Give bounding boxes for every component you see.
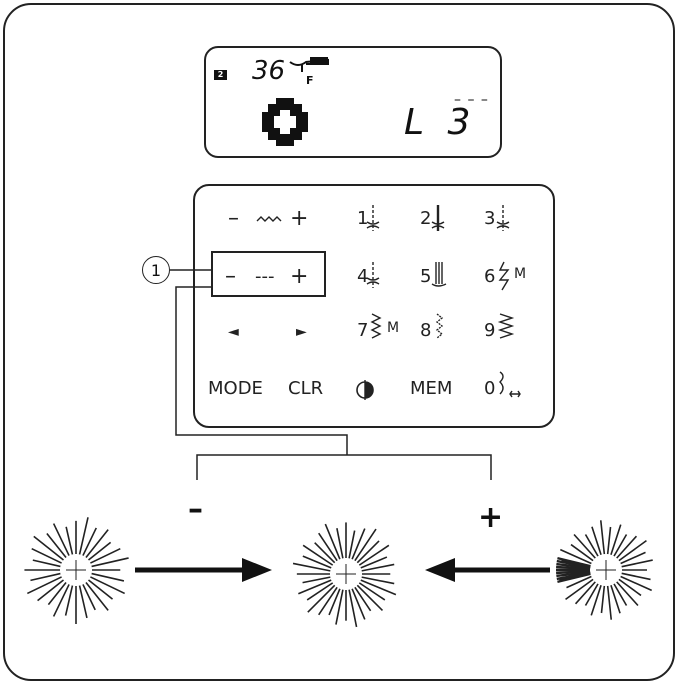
stitch-key4-icon [366,262,380,288]
stitch-wide-zigzag-icon [497,313,515,339]
key-1[interactable]: 1 [357,208,369,229]
stitch-straight-left-icon [366,205,380,231]
burst-dense-icon [556,520,653,620]
lcd-display: 2 36 F – – – L 3 [204,46,502,158]
right-arrow-key[interactable]: ► [296,324,307,340]
presser-foot-icon [289,57,329,72]
clr-key[interactable]: CLR [288,378,324,399]
mem-key[interactable]: MEM [410,378,453,399]
mirror-image-icon[interactable] [355,380,375,400]
density-dashes-icon: --- [255,266,275,287]
key-3[interactable]: 3 [484,208,496,229]
key-7-suffix: M [387,320,400,336]
foot-label: F [306,74,314,87]
density-plus-key[interactable]: + [290,264,309,289]
stitch-length-minus-key[interactable]: – [228,206,239,231]
key-9[interactable]: 9 [484,320,496,341]
left-arrow-key[interactable]: ◄ [228,324,239,340]
plus-sign: + [478,500,504,535]
stitch-length-plus-key[interactable]: + [290,206,309,231]
mode-key[interactable]: MODE [208,378,263,399]
key-7[interactable]: 7 [357,320,369,341]
burst-sparse-icon [24,517,129,624]
key-0[interactable]: 0 [484,378,496,399]
arrow-right-icon [135,558,272,582]
minus-sign: – [188,492,203,527]
stitch-small-zigzag-icon [435,313,444,339]
stitch-zigzag-icon [370,313,382,339]
density-key-highlight [211,251,326,297]
stitch-straight-right-icon [496,205,510,231]
buttonhole-icon [499,371,521,398]
key-8[interactable]: 8 [420,320,432,341]
key-2[interactable]: 2 [420,208,432,229]
key-5[interactable]: 5 [420,266,432,287]
pattern-value: L 3 [404,102,477,143]
stitch-lightning-icon [498,261,510,291]
burst-normal-icon [292,522,397,628]
memory-indicator: 2 [214,70,227,80]
key-4[interactable]: 4 [357,266,369,287]
stitch-straight-center-icon [431,205,445,231]
stitch-triple-icon [431,262,447,287]
length-bar-indicator: – – – [454,92,489,108]
stitch-number: 36 [252,56,286,86]
pattern-symbol-icon [262,98,308,146]
diagram-frame [3,3,675,681]
stitch-width-icon [256,216,282,222]
density-minus-key[interactable]: – [225,264,236,289]
callout-number: 1 [142,256,170,284]
key-6-suffix: M [514,266,527,282]
control-panel [193,184,555,428]
key-6[interactable]: 6 [484,266,496,287]
arrow-left-icon [425,558,550,582]
